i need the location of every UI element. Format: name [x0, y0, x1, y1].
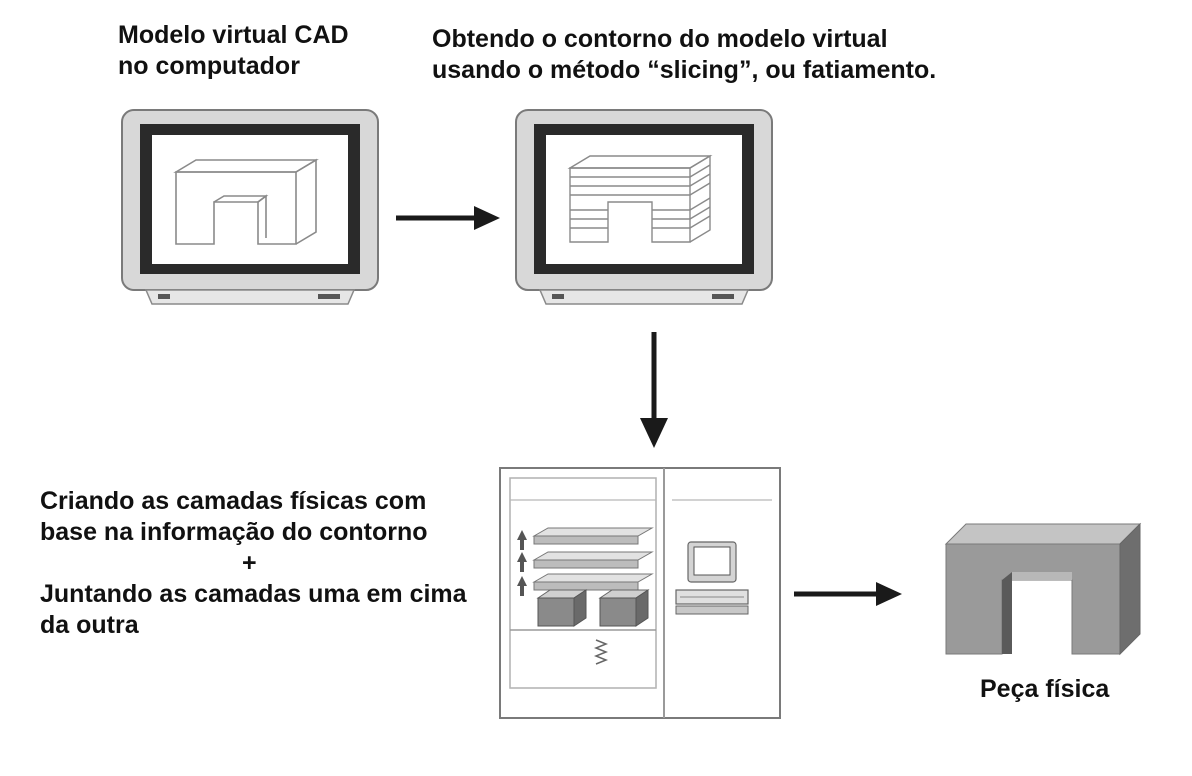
monitor-cad-icon — [121, 109, 379, 305]
step-part-label: Peça física — [980, 674, 1109, 705]
step-slicing-line2: usando o método “slicing”, ou fatiamento… — [432, 56, 937, 84]
cad-wireframe-part — [173, 158, 319, 245]
spring-icon — [593, 639, 609, 665]
sliced-part — [567, 154, 713, 243]
arrow-down-icon — [640, 332, 668, 448]
step-cad-line1: Modelo virtual CAD — [118, 21, 349, 49]
step-layers-line1: Criando as camadas físicas com — [40, 487, 427, 515]
step-layers-line3: Juntando as camadas uma em cima — [40, 580, 467, 608]
step-layers-plus: + — [242, 549, 257, 577]
step-layers-line4: da outra — [40, 611, 139, 639]
step-part-text: Peça física — [980, 675, 1110, 703]
step-cad-line2: no computador — [118, 52, 300, 80]
step-slicing-label: Obtendo o contorno do modelo virtual usa… — [432, 24, 936, 86]
printer-machine-icon — [499, 467, 781, 719]
arrow-right-icon — [794, 582, 902, 606]
up-arrows-icon — [517, 530, 527, 596]
step-layers-line2: base na informação do contorno — [40, 518, 428, 546]
small-computer-icon — [675, 541, 749, 615]
monitor-sliced-icon — [515, 109, 773, 305]
physical-part-icon — [944, 522, 1142, 656]
layer-stack — [532, 527, 654, 627]
step-cad-label: Modelo virtual CAD no computador — [118, 20, 349, 82]
step-slicing-line1: Obtendo o contorno do modelo virtual — [432, 25, 888, 53]
step-layers-label: Criando as camadas físicas com base na i… — [40, 486, 467, 641]
arrow-right-icon — [396, 206, 500, 230]
